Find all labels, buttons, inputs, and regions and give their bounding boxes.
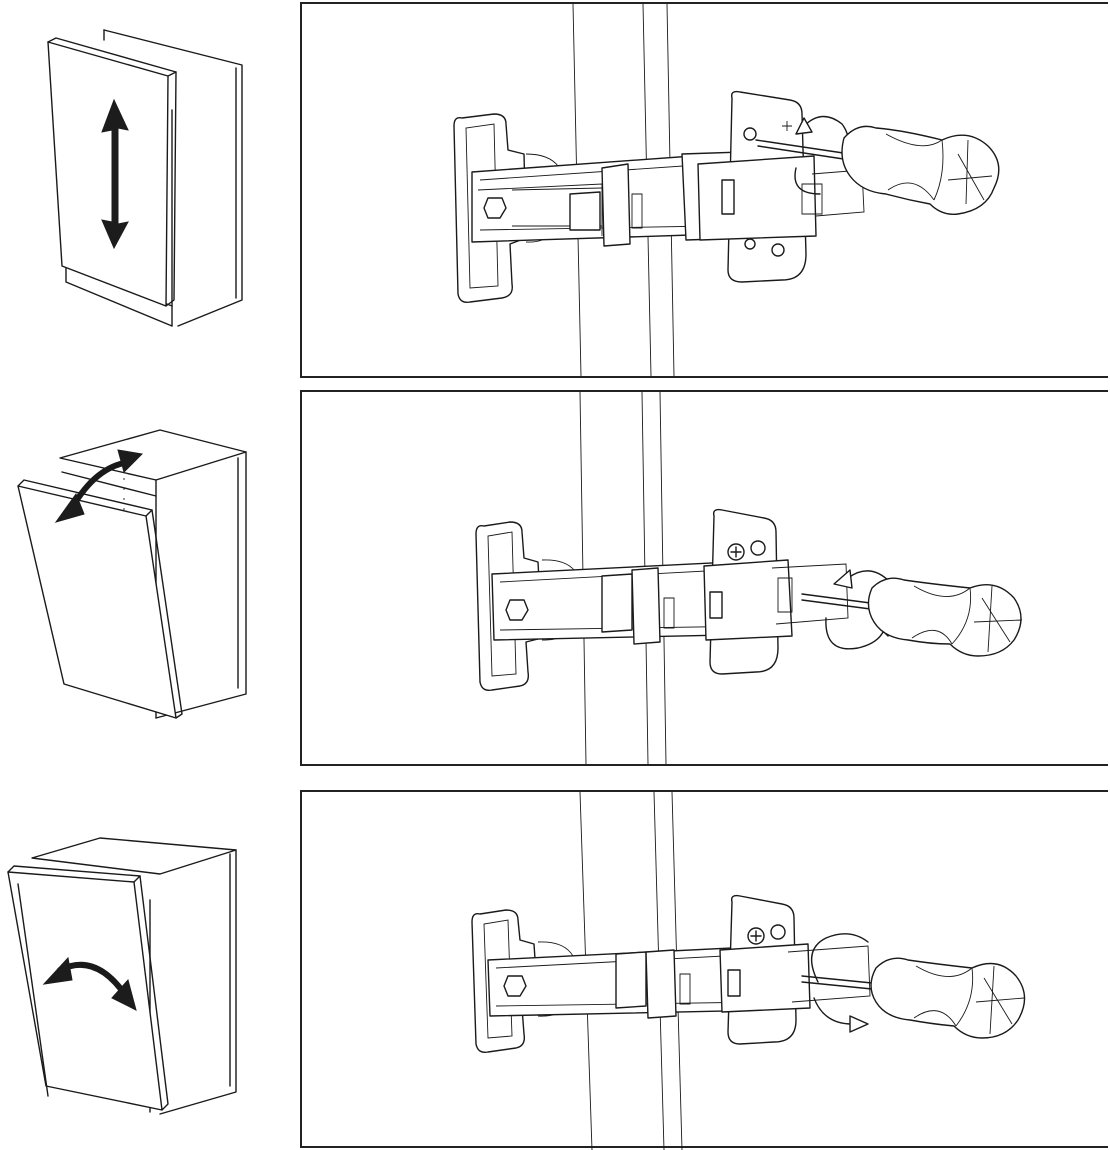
screwdriver-icon	[801, 577, 1023, 657]
cabinet-thumbnail-2	[17, 429, 247, 719]
rotation-arrow-icon	[810, 933, 869, 1033]
screw-icon	[747, 927, 765, 945]
double-arrow-vertical-icon	[101, 98, 129, 250]
hinge-panel-3	[300, 790, 1108, 1150]
double-arrow-curved-icon	[54, 449, 144, 523]
step-3	[0, 774, 1110, 1150]
cabinet-thumbnail-1	[47, 29, 243, 327]
screwdriver-icon	[801, 957, 1026, 1039]
screw-icon	[727, 543, 745, 561]
step-1	[0, 0, 1110, 380]
cabinet-thumbnail-3	[7, 837, 237, 1115]
hinge-panel-2	[300, 390, 1108, 766]
double-arrow-curved-icon	[42, 956, 137, 1011]
step-2	[0, 388, 1110, 768]
screwdriver-icon	[755, 125, 1000, 215]
hinge-panel-1	[300, 2, 1108, 378]
